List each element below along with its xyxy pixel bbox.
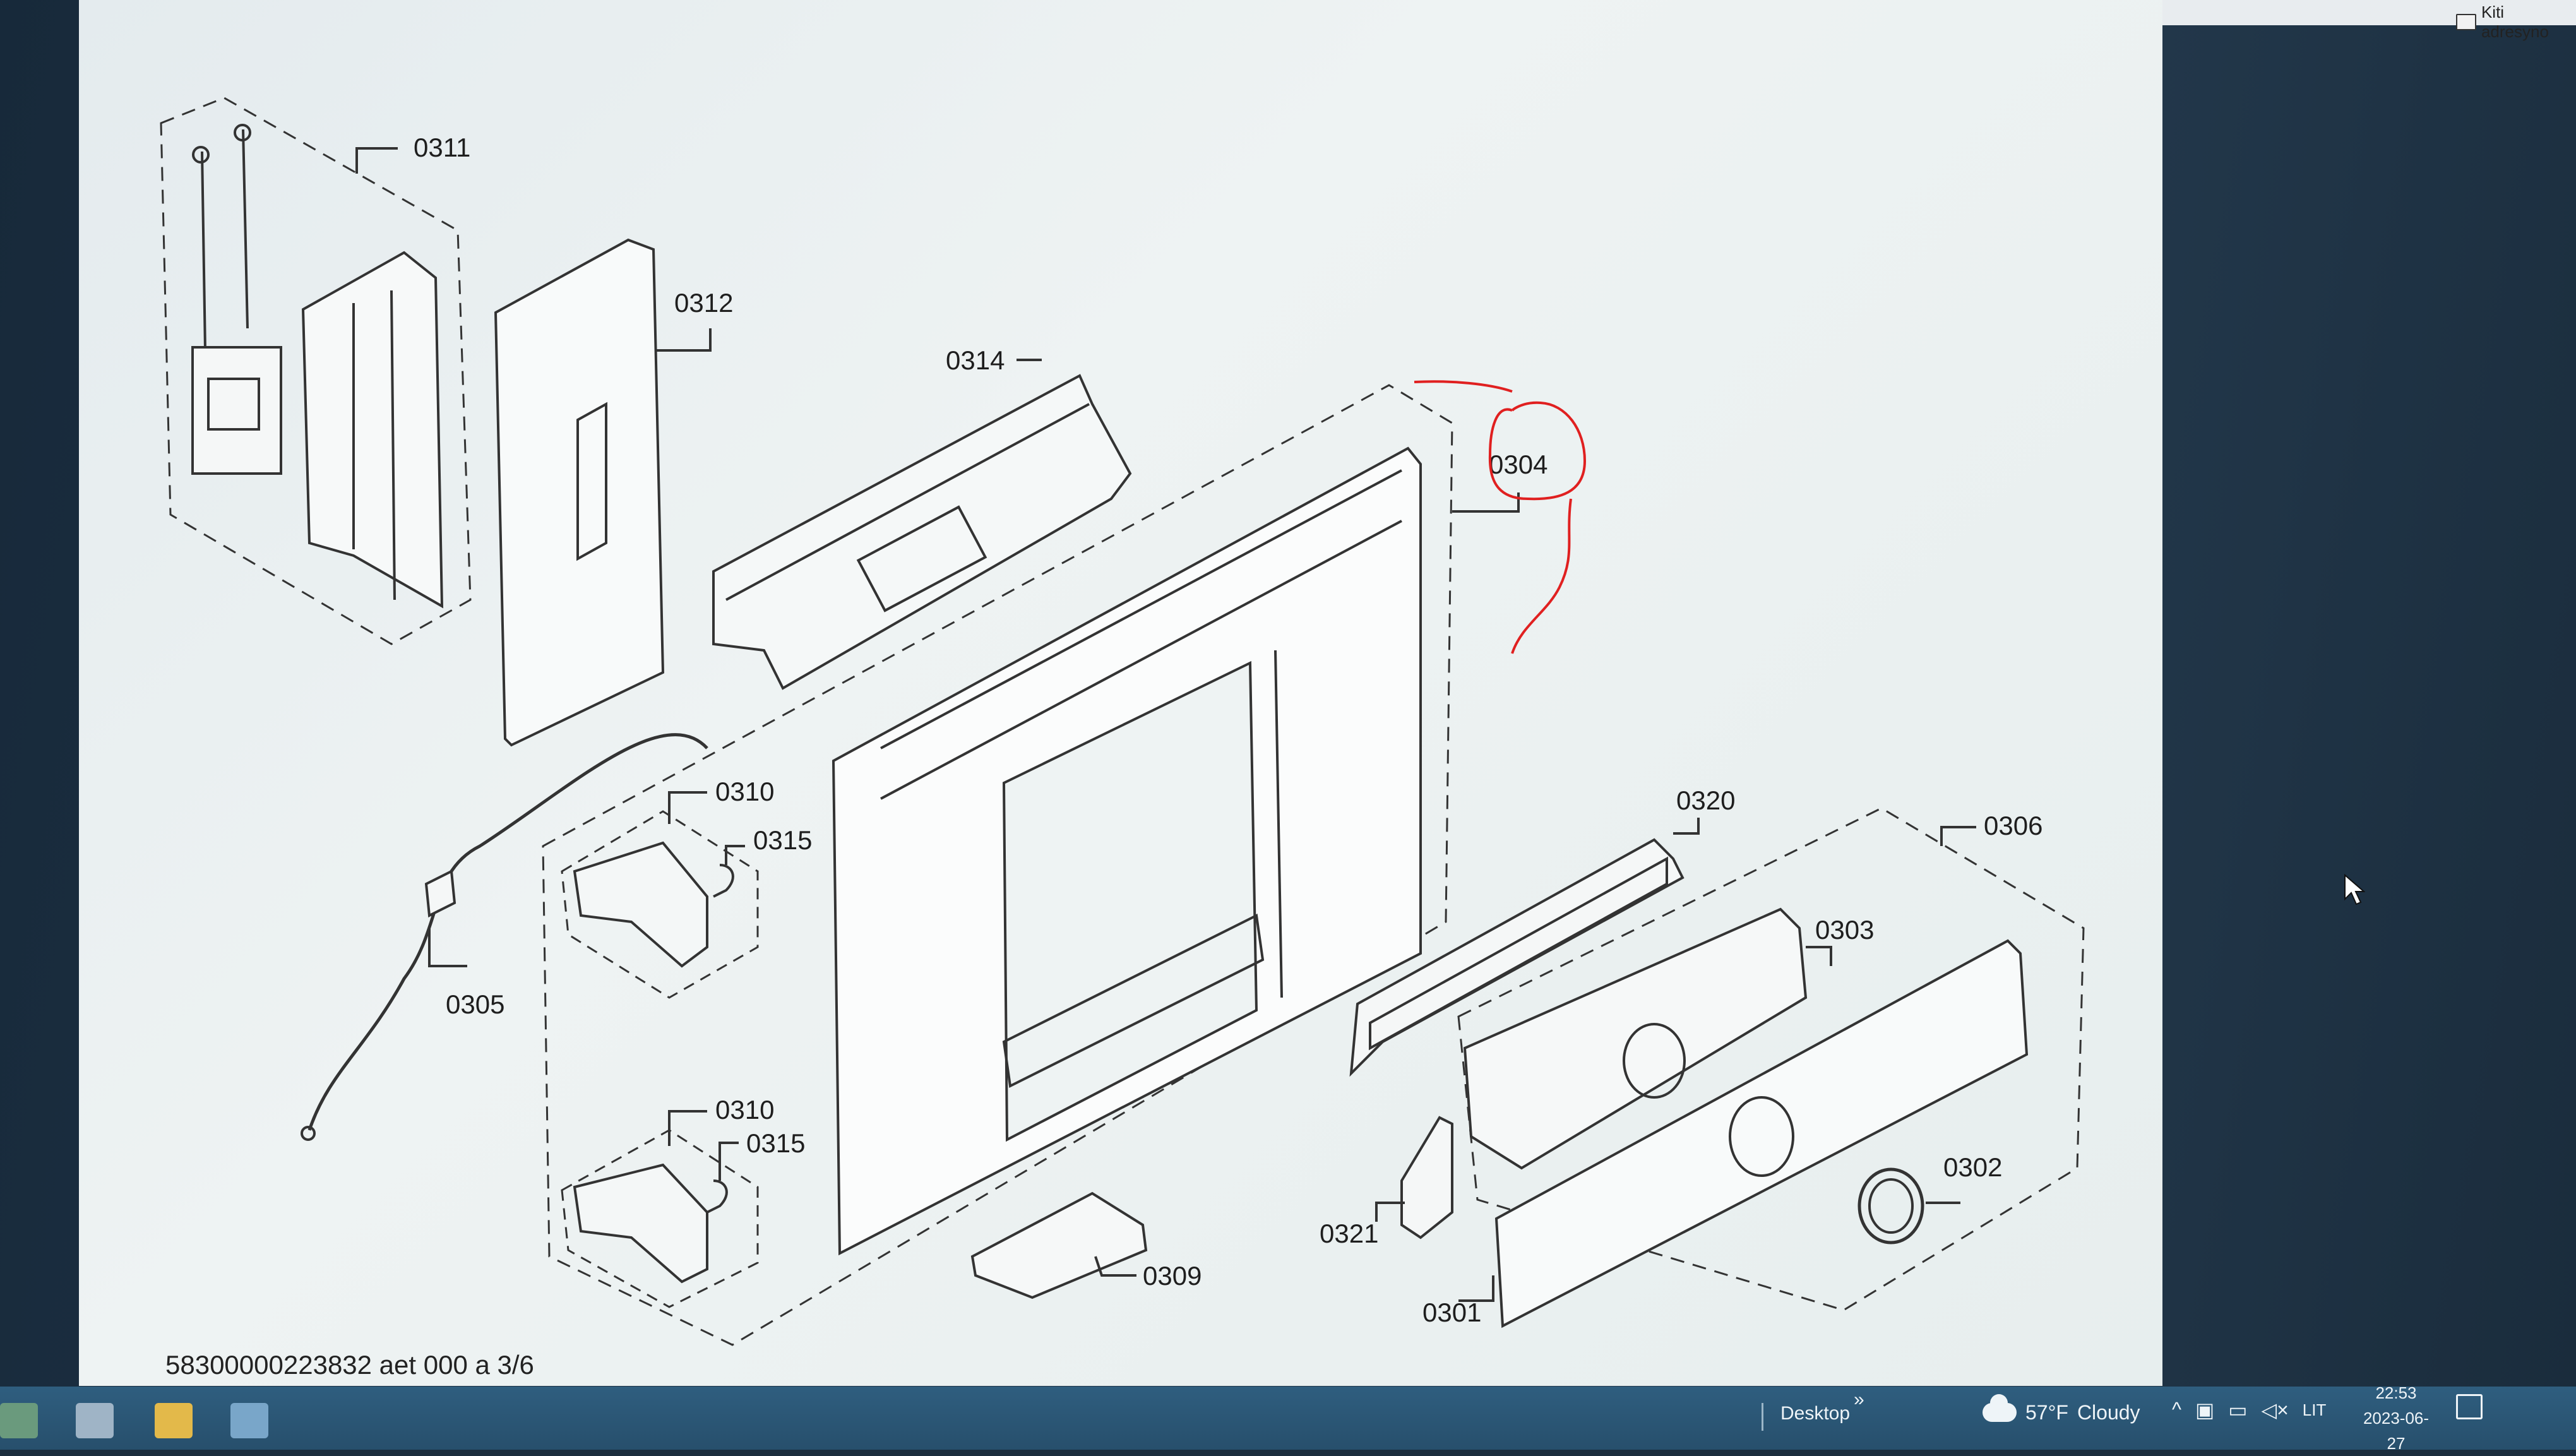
label-0304: 0304: [1489, 450, 1547, 479]
taskbar: [0, 1387, 2576, 1450]
tray-volume-muted-icon[interactable]: ◁×: [2261, 1399, 2289, 1421]
label-0310-upper: 0310: [715, 777, 774, 806]
label-0305: 0305: [446, 989, 504, 1019]
label-0310-lower: 0310: [715, 1095, 774, 1125]
module-0303: [1463, 907, 1808, 1170]
weather-condition: Cloudy: [2077, 1400, 2140, 1424]
group-outline-0310-upper: [561, 810, 759, 999]
clock-time: 22:53: [2375, 1383, 2417, 1402]
notification-icon[interactable]: [2456, 1394, 2483, 1419]
taskbar-clock[interactable]: 22:53 2023-06-27: [2355, 1380, 2437, 1456]
mouse-cursor-icon: [2344, 874, 2365, 905]
panel-0312: [494, 238, 665, 747]
taskbar-app-4[interactable]: [230, 1403, 268, 1438]
system-tray: ^ ▣ ▭ ◁× LIT: [2172, 1398, 2326, 1422]
tray-language[interactable]: LIT: [2302, 1400, 2327, 1419]
taskbar-separator: [1762, 1403, 1763, 1431]
group-outline-0311: [160, 97, 472, 645]
clock-date: 2023-06-27: [2363, 1409, 2430, 1453]
label-0320: 0320: [1676, 785, 1735, 815]
part-0321: [1400, 1116, 1453, 1239]
folder-item[interactable]: Kiti adresyno: [2456, 3, 2576, 42]
taskbar-app-file-explorer[interactable]: [155, 1403, 193, 1438]
label-0314: 0314: [946, 345, 1005, 375]
bracket-0314: [712, 374, 1132, 690]
label-0312: 0312: [674, 288, 733, 318]
weather-temp: 57°F: [2025, 1400, 2068, 1424]
label-0315-upper: 0315: [753, 825, 812, 855]
taskbar-app-1[interactable]: [0, 1403, 38, 1438]
tray-meet-icon[interactable]: ▣: [2195, 1399, 2215, 1421]
label-0302: 0302: [1943, 1152, 2002, 1182]
taskbar-app-2[interactable]: [76, 1403, 114, 1438]
label-0301: 0301: [1422, 1298, 1481, 1327]
tray-chevron-up-icon[interactable]: ^: [2172, 1398, 2182, 1421]
document-caption: 58300000223832 aet 000 a 3/6: [165, 1350, 534, 1380]
cover-0309: [970, 1191, 1148, 1299]
hinge-upper: [573, 841, 708, 968]
cloud-icon: [1983, 1394, 2017, 1422]
group-outline-0304: [542, 384, 1453, 1346]
label-0303: 0303: [1815, 915, 1874, 945]
group-outline-0306: [1457, 807, 2085, 1311]
desktop-toolbar[interactable]: Desktop: [1780, 1403, 1851, 1424]
label-0309: 0309: [1143, 1261, 1202, 1291]
label-0321: 0321: [1320, 1219, 1378, 1248]
tray-network-icon[interactable]: ▭: [2228, 1399, 2248, 1421]
desktop-toolbar-chevron-icon[interactable]: »: [1854, 1389, 1864, 1410]
label-0315-lower: 0315: [746, 1128, 805, 1158]
red-annotation: [1414, 380, 1587, 654]
folder-icon: [2456, 14, 2476, 30]
knob-0302: [1857, 1167, 1924, 1244]
lock-frame: [301, 251, 444, 609]
hinge-lower: [573, 1163, 708, 1284]
weather-widget[interactable]: 57°F Cloudy: [1983, 1394, 2140, 1428]
pcb-0320: [1349, 838, 1685, 1077]
explorer-strip: [2162, 0, 2576, 25]
label-0311: 0311: [414, 133, 470, 162]
fascia-0301: [1494, 939, 2029, 1328]
label-0306: 0306: [1984, 811, 2042, 840]
folder-label: Kiti adresyno: [2481, 3, 2549, 41]
